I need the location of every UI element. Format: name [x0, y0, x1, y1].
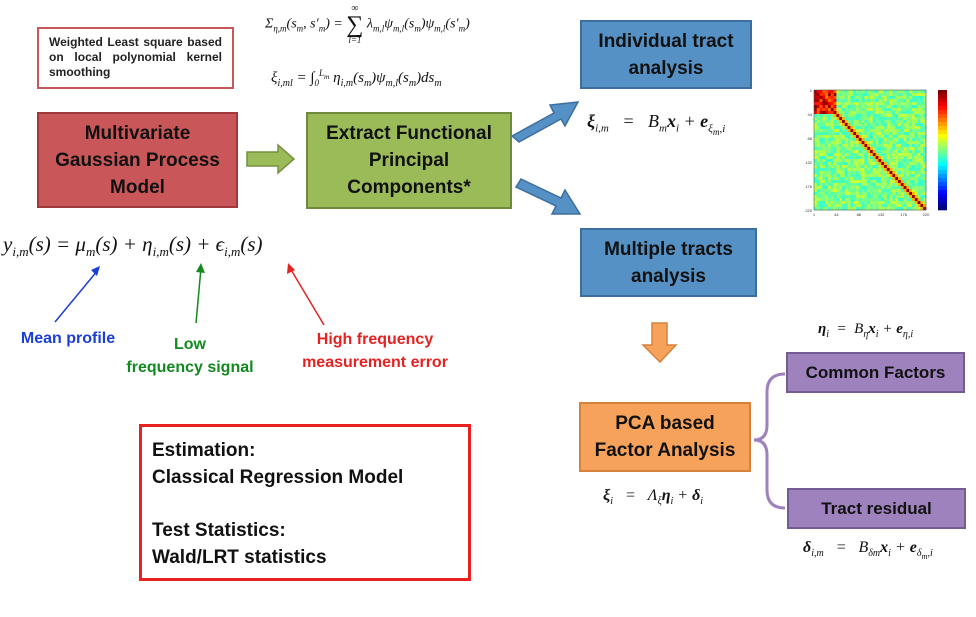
high-frequency-label-1: High frequency [316, 331, 434, 348]
estimation-line1: Estimation: [152, 440, 256, 461]
individual-label: Individual tract analysis [598, 30, 734, 79]
estimation-line4: Wald/LRT statistics [152, 547, 327, 568]
fpc-box: Extract Functional Principal Components* [306, 112, 512, 209]
low-frequency-label-1: Low [174, 336, 206, 353]
heatmap-x-tick: 1 [813, 212, 816, 217]
note-box: Weighted Least square based on local pol… [37, 27, 234, 89]
heatmap-y-tick: 1 [810, 88, 813, 93]
individual-box: Individual tract analysis [580, 20, 752, 89]
heatmap-x-tick: 220 [923, 212, 930, 217]
purple-bracket [753, 372, 786, 510]
heatmap-colorbar [938, 90, 947, 211]
mgpm-box: Multivariate Gaussian Process Model [37, 112, 238, 208]
heatmap-y-tick: 44 [808, 112, 813, 117]
fpc-label: Extract Functional Principal Components* [326, 123, 492, 198]
tract-residual-box: Tract residual [787, 488, 966, 529]
estimation-line3: Test Statistics: [152, 520, 286, 541]
heatmap-y-tick: 132 [805, 160, 812, 165]
common-factors-box: Common Factors [786, 352, 965, 393]
heatmap-x-tick: 132 [878, 212, 885, 217]
heatmap-x-tick: 176 [900, 212, 907, 217]
heatmap-x-tick: 88 [857, 212, 862, 217]
multiple-box: Multiple tracts analysis [580, 228, 757, 297]
common-factors-label: Common Factors [805, 362, 946, 382]
arrow-fpc-to-multiple [514, 178, 582, 215]
eta-i-equation: ηi = Bηxi + eη,i [818, 321, 914, 340]
low-frequency-label-2: frequency signal [126, 359, 254, 376]
arrow-fpc-to-individual [510, 101, 580, 143]
tract-residual-label: Tract residual [821, 498, 932, 518]
arrow-low-frequency [195, 267, 202, 324]
mgpm-label: Multivariate Gaussian Process Model [55, 122, 220, 198]
arrow-mgpm-to-fpc [246, 143, 296, 175]
high-frequency-label-2: measurement error [302, 354, 448, 371]
heatmap-cells [814, 90, 927, 211]
delta-equation: δi,m = Bδmxi + eδm,i [803, 539, 933, 562]
pca-label: PCA based Factor Analysis [594, 413, 736, 461]
xi-i-equation: ξi = Λξηi + δi [603, 487, 704, 508]
multiple-label: Multiple tracts analysis [604, 238, 733, 287]
arrow-multiple-to-pca [641, 322, 678, 364]
heatmap-y-tick: 220 [805, 208, 812, 213]
arrow-mean-profile [54, 269, 99, 323]
model-equation: yi,m(s) = μm(s) + ηi,m(s) + ϵi,m(s) [3, 232, 263, 260]
xi-im-equation: ξi,m = Bmxi + eξm,i [587, 111, 726, 137]
estimation-line2: Classical Regression Model [152, 467, 404, 488]
pca-box: PCA based Factor Analysis [579, 402, 751, 472]
mean-profile-label: Mean profile [20, 330, 116, 347]
arrow-high-frequency [289, 267, 325, 326]
sigma-equation: Ση,m(sm, s′m) = ∞ ∑ l=1 λm,lψm,l(sm)ψm,l… [265, 3, 470, 45]
estimation-box: Estimation: Classical Regression Model T… [139, 424, 471, 581]
heatmap-x-tick: 44 [834, 212, 839, 217]
xi-integral-equation: ξi,ml = ∫0Lm ηi,m(sm)ψm,l(sm)dsm [271, 68, 442, 89]
note-text: Weighted Least square based on local pol… [49, 35, 222, 79]
heatmap-y-tick: 176 [805, 184, 812, 189]
heatmap-y-tick: 88 [808, 136, 813, 141]
